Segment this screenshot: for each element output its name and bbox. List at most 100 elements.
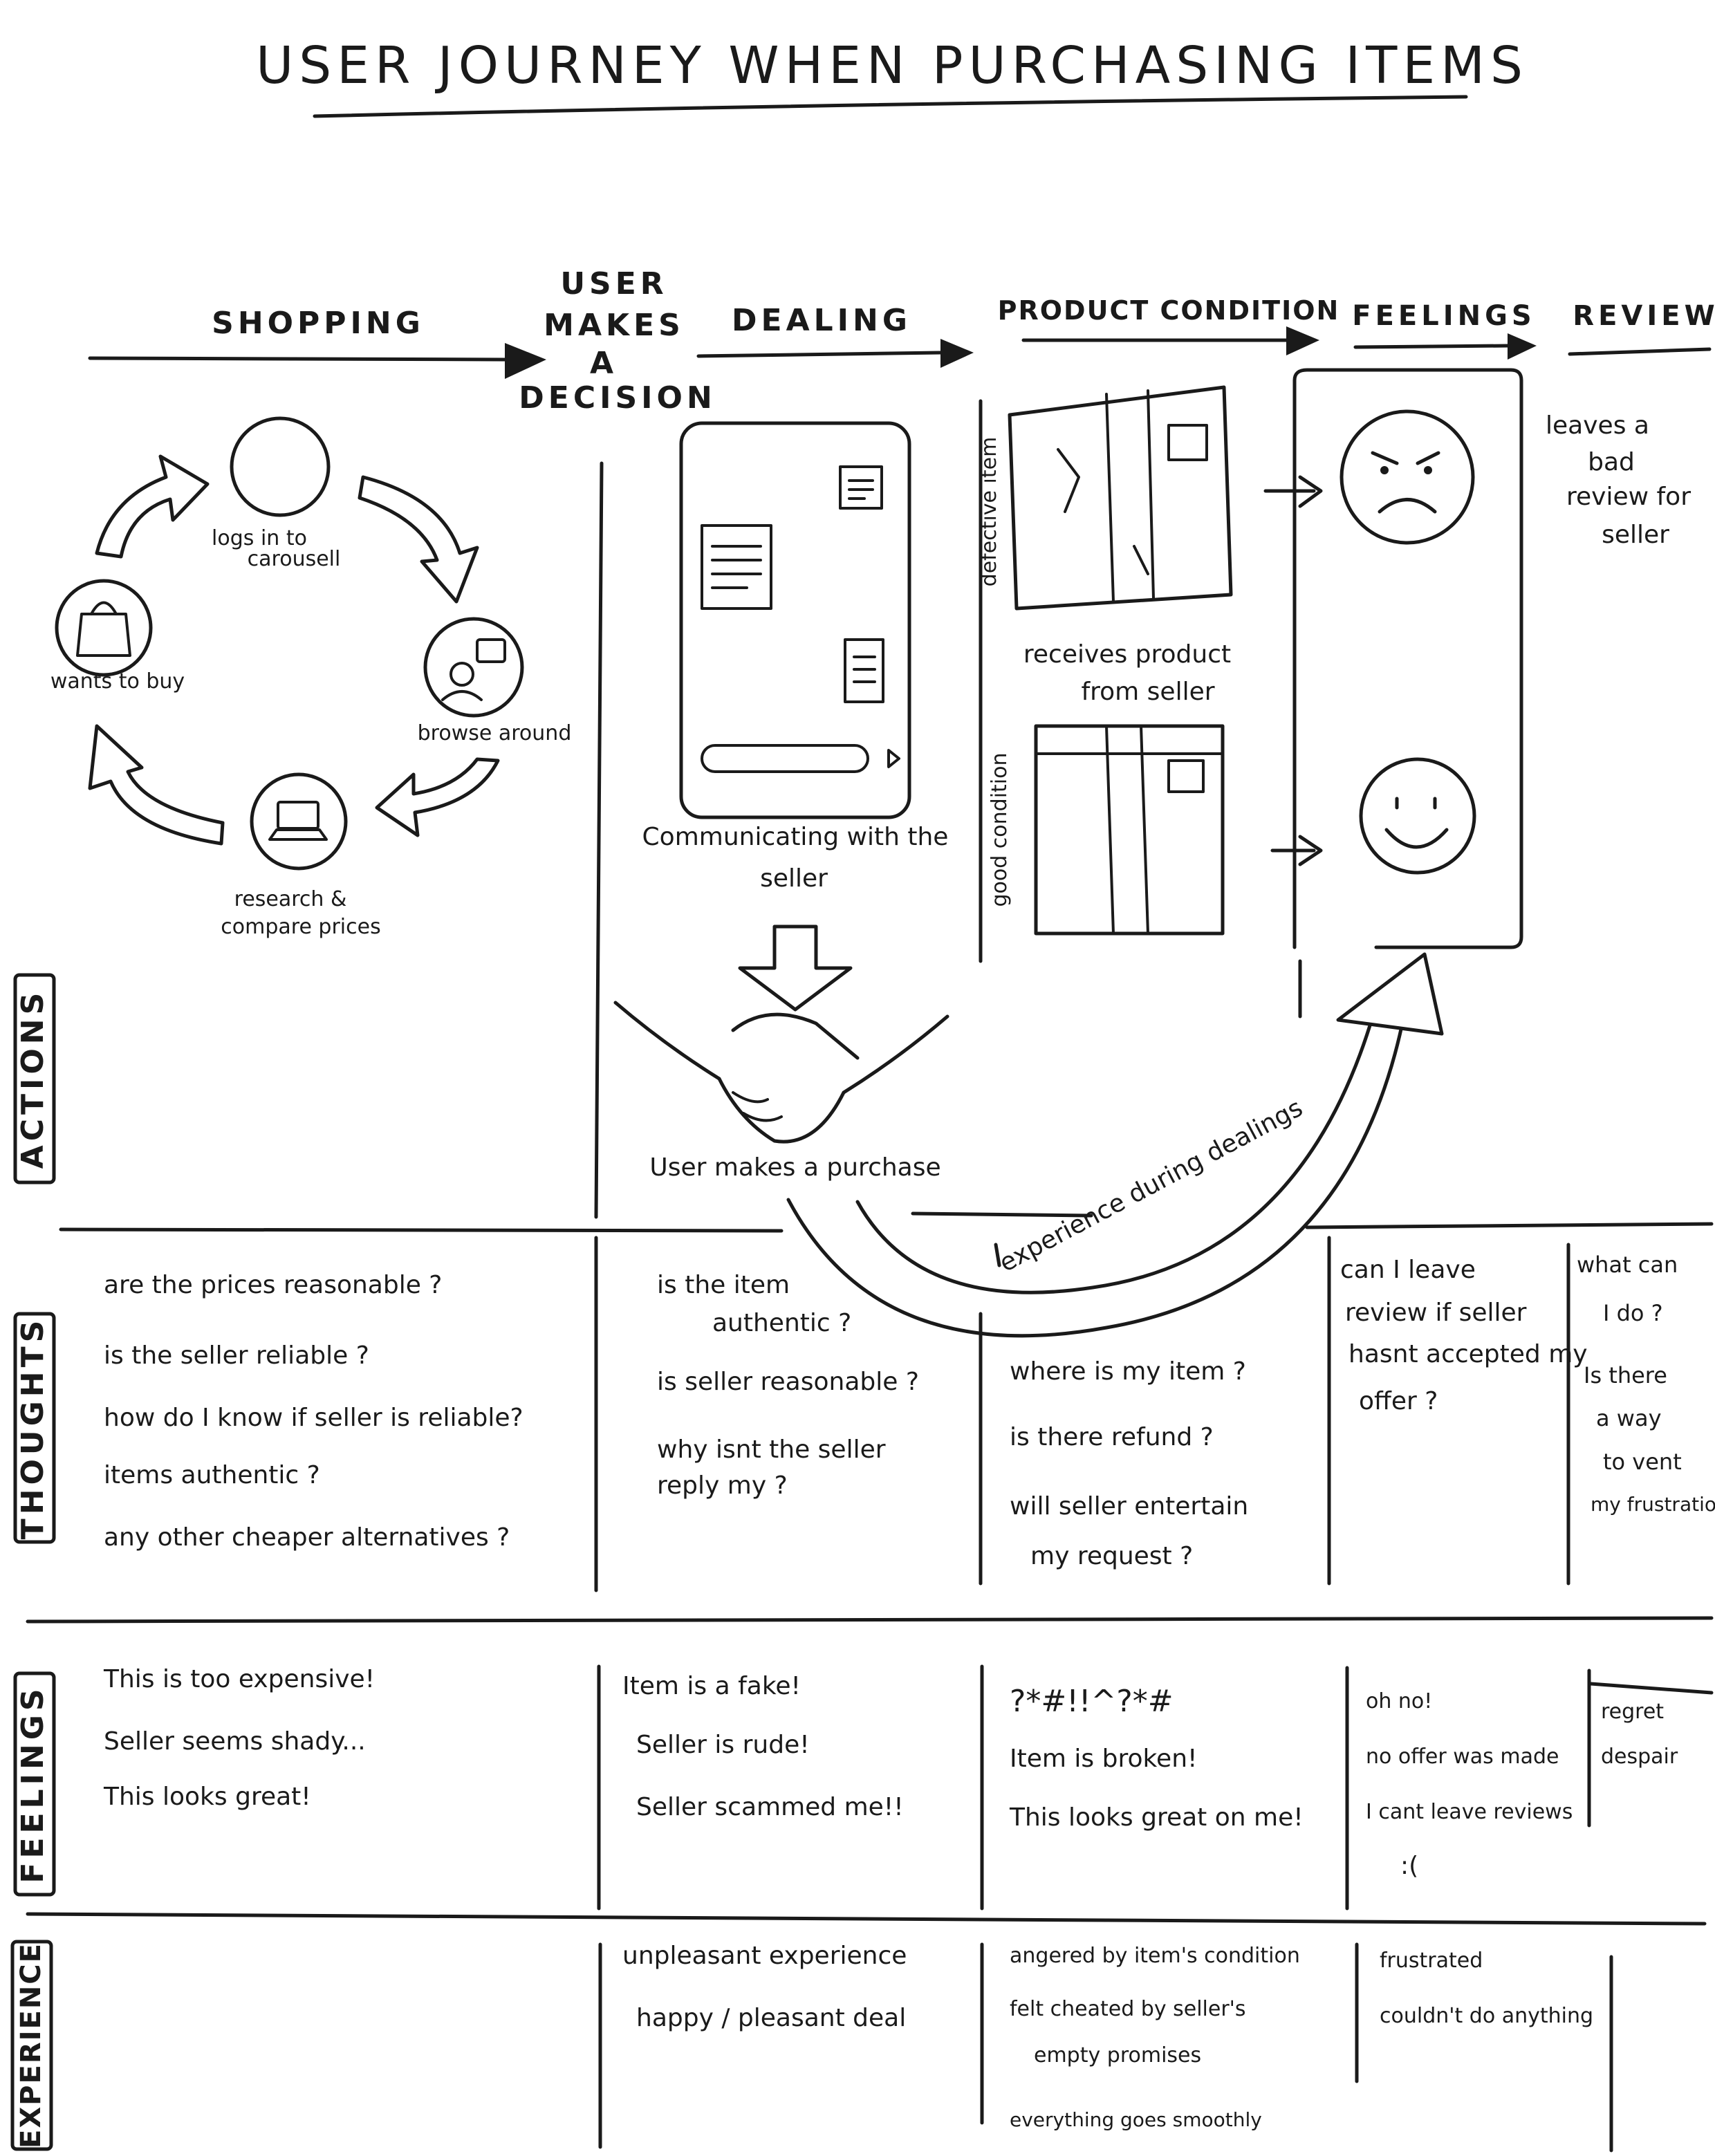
research-circle (250, 772, 348, 871)
experience-tick (994, 1243, 1001, 1267)
decision-divider (594, 461, 604, 1219)
col-divider-4 (1566, 1243, 1613, 2153)
defective-label: defective item (977, 437, 1001, 587)
list-item: a way (1596, 1405, 1662, 1431)
feelings-feelings: oh no! no offer was made I cant leave re… (1366, 1689, 1573, 1880)
feelings-review: regret despair (1601, 1700, 1678, 1769)
chat-bubble-1 (839, 465, 883, 510)
list-item: is the item (657, 1271, 790, 1299)
browse-circle (423, 617, 524, 718)
list-item: Item is a fake! (622, 1672, 801, 1700)
list-item: :( (1400, 1852, 1418, 1880)
stage-dealing-arrowhead (940, 339, 974, 368)
cycle-arrow-3 (375, 757, 500, 837)
thoughts-product: where is my item ? is there refund ? wil… (1010, 1357, 1248, 1570)
svg-text:FEELINGS: FEELINGS (15, 1684, 50, 1883)
list-item: This is too expensive! (103, 1665, 375, 1693)
list-item: unpleasant experience (622, 1942, 907, 1970)
defective-box-icon (1008, 385, 1233, 611)
svg-text:THOUGHTS: THOUGHTS (15, 1317, 50, 1540)
list-item: Seller is rude! (636, 1731, 810, 1759)
experience-feelings: frustrated couldn't do anything (1380, 1949, 1593, 2028)
list-item: empty promises (1034, 2043, 1201, 2067)
to-happy-arrow (1270, 835, 1323, 866)
list-item: oh no! (1366, 1689, 1432, 1713)
stage-decision: USER MAKES A DECISION (519, 266, 716, 416)
happy-face-icon (1359, 757, 1476, 875)
svg-text:DECISION: DECISION (519, 380, 716, 416)
svg-text:review for: review for (1566, 483, 1691, 511)
list-item: everything goes smoothly (1010, 2108, 1262, 2131)
feelings-dealing: Item is a fake! Seller is rude! Seller s… (622, 1672, 904, 1821)
row-thoughts: THOUGHTS (13, 1312, 56, 1544)
list-item: authentic ? (712, 1309, 851, 1337)
review-text: leaves a bad review for seller (1546, 411, 1691, 549)
wants-circle (55, 579, 153, 677)
list-item: no offer was made (1366, 1745, 1559, 1769)
cycle-arrow-4 (88, 724, 225, 846)
list-item: regret (1601, 1700, 1664, 1724)
login-circle (230, 416, 331, 517)
divider-actions-3 (1305, 1222, 1714, 1229)
experience-dealing: unpleasant experience happy / pleasant d… (622, 1942, 907, 2032)
research-label: research & (234, 887, 347, 911)
stage-dealing: DEALING (732, 303, 911, 338)
chat-phone-illustration (679, 421, 911, 819)
row-actions: ACTIONS (13, 973, 56, 1184)
browse-label: browse around (418, 721, 572, 745)
stage-product-arrowhead (1286, 326, 1319, 355)
svg-text:USER: USER (560, 266, 667, 301)
phone-frame (679, 421, 911, 819)
list-item: any other cheaper alternatives ? (104, 1523, 510, 1552)
angry-face-icon (1339, 409, 1475, 545)
experience-arc-head (1336, 952, 1444, 1036)
list-item: I cant leave reviews (1366, 1800, 1573, 1824)
row-experience: EXPERIENCE (10, 1940, 53, 2151)
list-item: despair (1601, 1745, 1678, 1769)
list-item: can I leave (1340, 1256, 1476, 1284)
list-item: hasnt accepted my (1348, 1340, 1588, 1368)
list-item: I do ? (1603, 1300, 1663, 1326)
col-divider-1 (594, 1236, 602, 2149)
svg-text:MAKES: MAKES (544, 308, 685, 343)
stage-review: REVIEW (1573, 300, 1715, 332)
list-item: to vent (1603, 1449, 1682, 1475)
stage-product-condition: PRODUCT CONDITION (998, 295, 1340, 326)
experience-product: angered by item's condition felt cheated… (1010, 1944, 1300, 2131)
communicating-label-2: seller (760, 864, 828, 893)
row-feelings: FEELINGS (13, 1671, 56, 1897)
svg-text:leaves a: leaves a (1546, 411, 1649, 440)
svg-text:seller: seller (1602, 521, 1669, 549)
thoughts-dealing: is the item authentic ? is seller reason… (657, 1271, 919, 1500)
list-item: where is my item ? (1010, 1357, 1246, 1386)
list-item: is there refund ? (1010, 1423, 1214, 1451)
laptop-icon (268, 801, 328, 841)
list-item: This looks great on me! (1009, 1803, 1304, 1832)
list-item: happy / pleasant deal (636, 2004, 906, 2032)
list-item: what can (1577, 1252, 1678, 1278)
to-angry-arrow (1263, 475, 1323, 508)
receives-label-2: from seller (1081, 678, 1214, 706)
login-label: logs in to (212, 526, 307, 550)
cycle-arrow-1 (95, 454, 210, 559)
stage-shopping-arrowhead (505, 343, 546, 379)
list-item: Seller seems shady... (104, 1727, 366, 1756)
list-item: offer ? (1359, 1387, 1438, 1415)
wants-label: wants to buy (50, 669, 185, 694)
login-label-2: carousell (248, 547, 341, 571)
thoughts-review: what can I do ? Is there a way to vent m… (1577, 1252, 1715, 1516)
list-item: reply my ? (657, 1471, 788, 1500)
page-title: USER JOURNEY WHEN PURCHASING ITEMS (256, 36, 1528, 95)
chat-bubble-2 (701, 524, 772, 610)
col-divider-2 (979, 1312, 984, 2125)
list-item: are the prices reasonable ? (104, 1271, 442, 1299)
list-item: is seller reasonable ? (657, 1368, 919, 1396)
stage-feelings: FEELINGS (1352, 300, 1535, 332)
cycle-arrow-2 (358, 475, 479, 604)
thoughts-feelings: can I leave review if seller hasnt accep… (1340, 1256, 1588, 1415)
divider-actions (59, 1227, 784, 1233)
send-icon (887, 749, 900, 768)
list-item: felt cheated by seller's (1010, 1997, 1246, 2021)
shopping-cycle: logs in to carousell browse around resea… (50, 416, 572, 939)
